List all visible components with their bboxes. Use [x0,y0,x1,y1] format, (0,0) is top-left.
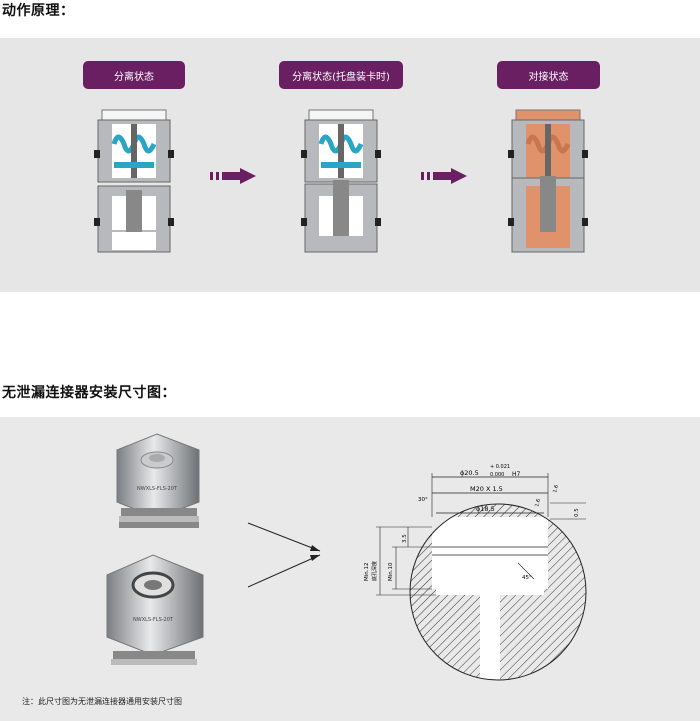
product-photos: NWXLS-FLS-20T NWXLS-FLS-20T [106,433,204,665]
dim-chamfer: 0.5 [574,508,580,517]
connector-illustrations [94,109,588,253]
state-label-separated-tray: 分离状态(托盘装卡时) [279,61,403,89]
dimension-drawing: ɸ20.5 + 0.021 0.000 H7 M20 X 1.5 ɸ18.5 3… [364,464,587,681]
connector-separated-tray [301,109,381,253]
section-title-principle: 动作原理： [2,3,75,19]
dim-thread: M20 X 1.5 [470,485,503,493]
dim-min12-sub: 底孔深度 [371,561,378,581]
dim-tol-lower: 0.000 [490,472,504,478]
footnote: 注：此尺寸图为无泄漏连接器通用安装尺寸图 [22,697,182,706]
dim-angle2: 45° [522,575,532,581]
pointer-arrows [247,522,321,588]
dim-fit: H7 [512,471,521,478]
state-label-separated: 分离状态 [83,61,185,89]
dim-angle: 30° [418,497,428,503]
arrow-right-icon [421,168,467,184]
state-label-connected: 对接状态 [497,61,600,89]
dim-tol-upper: + 0.021 [490,464,510,470]
product-photo-top: NWXLS-FLS-20T [116,433,200,528]
dim-small2: 1.6 [552,484,560,493]
connector-separated [94,109,174,253]
product-label-top: NWXLS-FLS-20T [137,486,178,492]
dim-bore: ɸ20.5 [460,469,479,477]
product-photo-bottom: NWXLS-FLS-20T [106,554,204,665]
dim-min10: Min.10 [388,562,394,581]
dim-min12: Min.12 [364,562,370,581]
arrow-right-icon [210,168,256,184]
product-label-bottom: NWXLS-FLS-20T [133,617,174,623]
dim-small1: 1.6 [534,498,542,507]
dim-inner: ɸ18.5 [476,505,495,513]
section-title-install: 无泄漏连接器安装尺寸图： [2,385,176,401]
dim-depth-small: 3.5 [402,534,408,543]
connector-connected [508,109,588,253]
